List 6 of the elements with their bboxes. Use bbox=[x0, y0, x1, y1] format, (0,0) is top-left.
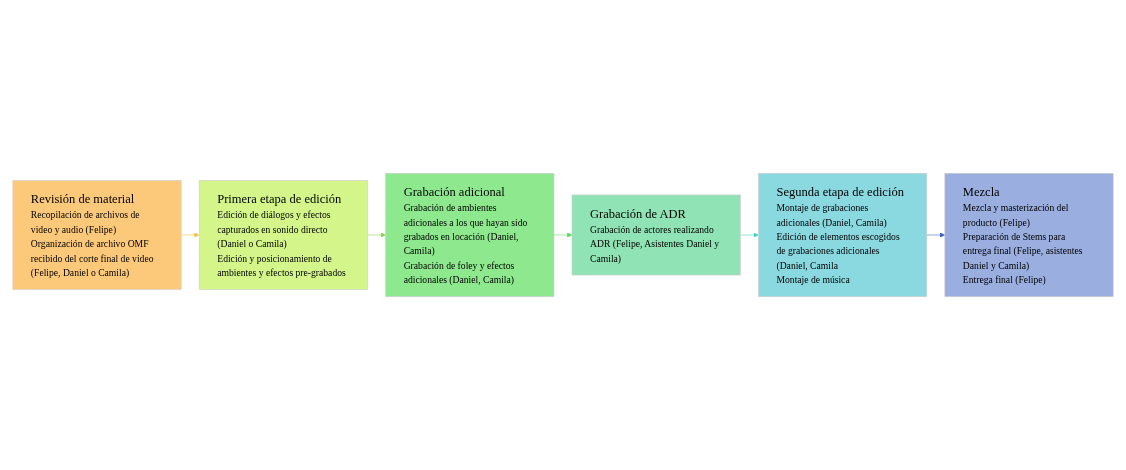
node-box: Grabación adicional Grabación de ambientes adicionales a los que hayan sido grabados en locación (Daniel, Camila) Grabación de foley y efectos adicionales (Daniel, Camila) bbox=[385, 173, 555, 297]
node-box: Segunda etapa de edición Montaje de grabaciones adicionales (Daniel, Camila) Edición de elementos escogidos de grabaciones adicionales (Daniel, Camila Montaje de música bbox=[758, 173, 928, 297]
node-box: Revisión de material Recopilación de archivos de video y audio (Felipe) Organización de archivo OMF recibido del corte final de video (Felipe, Daniel o Camila) bbox=[12, 180, 182, 290]
node-box: Mezcla Mezcla y masterización del producto (Felipe) Preparación de Stems para entrega final (Felipe, asistentes Daniel y Camila) Entrega final (Felipe) bbox=[944, 173, 1114, 297]
node-box: Grabación de ADR Grabación de actores realizando ADR (Felipe, Asistentes Daniel y Camila) bbox=[571, 194, 741, 276]
node-box: Primera etapa de edición Edición de diálogos y efectos capturados en sonido directo (Daniel o Camila) Edición y posicionamiento de ambientes y efectos pre-grabados bbox=[198, 180, 368, 290]
